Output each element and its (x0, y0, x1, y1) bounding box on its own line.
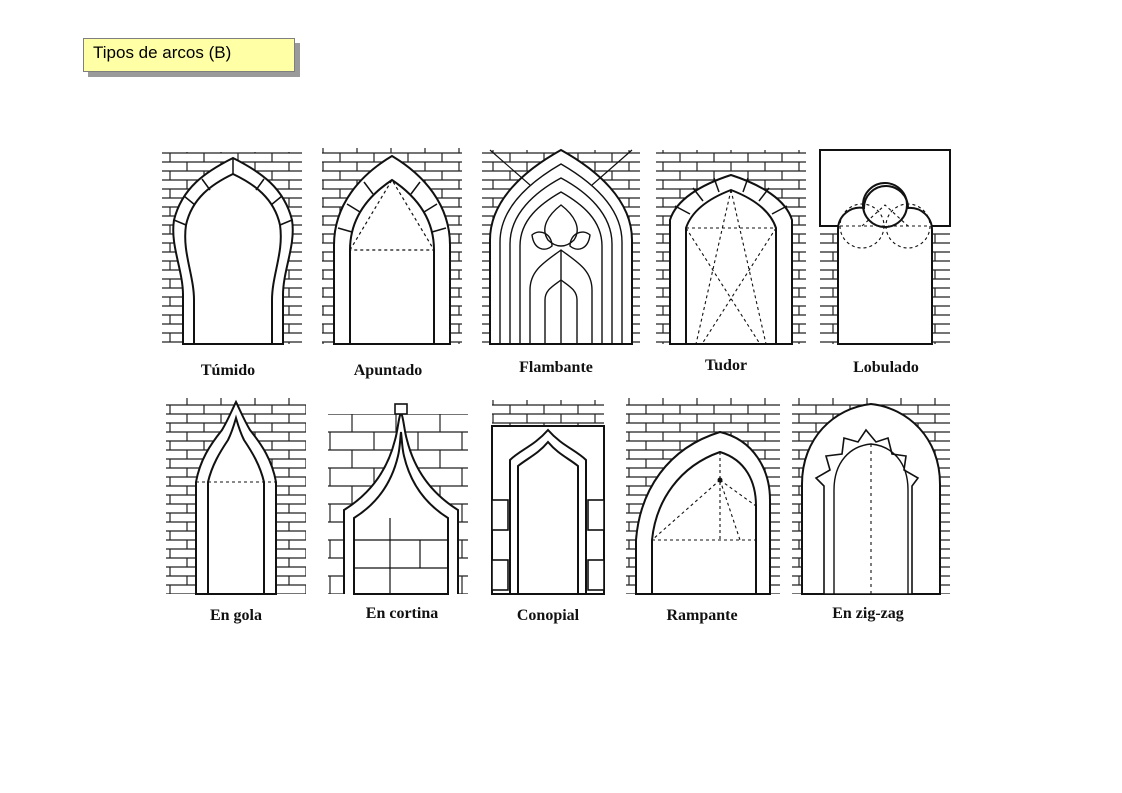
label-tudor: Tudor (705, 357, 747, 374)
label-en-zig-zag: En zig-zag (832, 605, 904, 622)
label-conopial: Conopial (517, 607, 580, 624)
label-lobulado: Lobulado (853, 359, 919, 376)
label-flambante: Flambante (519, 359, 593, 376)
label-tumido: Túmido (201, 362, 255, 379)
label-en-gola: En gola (210, 607, 262, 624)
arch-conopial (491, 400, 605, 595)
arch-lobulado (819, 149, 951, 345)
arch-flambante (482, 148, 640, 345)
label-rampante: Rampante (666, 607, 737, 624)
arch-en-gola (166, 398, 306, 595)
arch-tumido (162, 152, 302, 345)
label-apuntado: Apuntado (354, 362, 422, 379)
label-en-cortina: En cortina (366, 605, 438, 622)
arch-rampante (626, 398, 780, 595)
arch-en-zig-zag (792, 398, 950, 595)
arch-en-cortina (328, 403, 468, 595)
slide-title: Tipos de arcos (B) (83, 38, 295, 72)
arch-apuntado (322, 148, 462, 345)
arch-tudor (656, 150, 806, 345)
